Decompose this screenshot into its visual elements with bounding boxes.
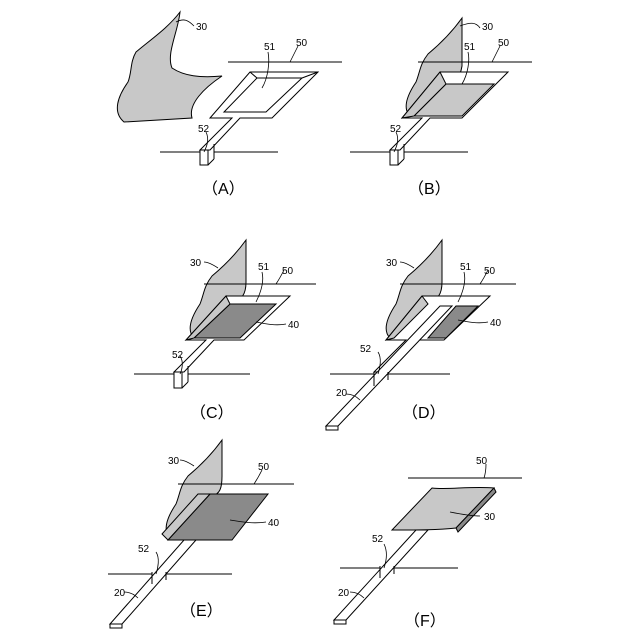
- ref-50: 50: [484, 266, 496, 277]
- caption-e: （E）: [180, 602, 223, 620]
- caption-c: （C）: [190, 404, 234, 422]
- groove-52: [390, 150, 398, 165]
- panel-a: 30 51 50 52 （A）: [117, 12, 342, 198]
- caption-a: （A）: [202, 180, 245, 198]
- ref-52: 52: [172, 350, 184, 361]
- ref-20: 20: [338, 588, 350, 599]
- ref-51: 51: [258, 262, 270, 273]
- ref-20: 20: [114, 588, 126, 599]
- ref-30: 30: [168, 456, 180, 467]
- groove-52: [174, 372, 182, 388]
- ref-52: 52: [360, 344, 372, 355]
- ref-40: 40: [268, 518, 280, 529]
- groove-52: [200, 150, 208, 165]
- ref-50: 50: [498, 38, 510, 49]
- ref-30: 30: [386, 258, 398, 269]
- leader-30: [176, 20, 194, 26]
- groove-52-edge: [208, 159, 214, 165]
- ref-51: 51: [464, 42, 476, 53]
- ref-30: 30: [196, 22, 208, 33]
- ref-30: 30: [190, 258, 202, 269]
- ref-20: 20: [336, 388, 348, 399]
- ref-52: 52: [372, 534, 384, 545]
- panel-f: 50 30 52 20 （F）: [334, 456, 522, 630]
- ref-50: 50: [282, 266, 294, 277]
- panel-e: 30 50 40 52 20 （E）: [108, 440, 294, 628]
- wire-20-end: [334, 620, 346, 624]
- ref-51: 51: [264, 42, 276, 53]
- panel-c: 30 51 50 40 52 （C）: [134, 240, 316, 422]
- ref-51: 51: [460, 262, 472, 273]
- ref-50: 50: [296, 38, 308, 49]
- leader-30: [180, 460, 194, 466]
- caption-b: （B）: [408, 180, 451, 198]
- wire-20-end: [110, 624, 122, 628]
- ref-50: 50: [258, 462, 270, 473]
- ref-30: 30: [484, 512, 496, 523]
- leader-30: [400, 262, 414, 268]
- panel-b: 30 51 50 52 （B）: [350, 18, 532, 198]
- groove-52-edge: [398, 159, 404, 165]
- ref-52: 52: [198, 124, 210, 135]
- ref-30: 30: [482, 22, 494, 33]
- caption-d: （D）: [402, 404, 446, 422]
- ref-52: 52: [138, 544, 150, 555]
- ref-50: 50: [476, 456, 488, 467]
- leader-30: [204, 262, 218, 268]
- caption-f: （F）: [404, 612, 446, 630]
- wire-20-end: [326, 426, 338, 430]
- ref-40: 40: [288, 320, 300, 331]
- ref-52: 52: [390, 124, 402, 135]
- ref-40: 40: [490, 318, 502, 329]
- panel-d: 30 51 50 40 52 20 （D）: [326, 240, 516, 430]
- groove-52-edge: [182, 382, 188, 388]
- leader-30: [460, 23, 480, 28]
